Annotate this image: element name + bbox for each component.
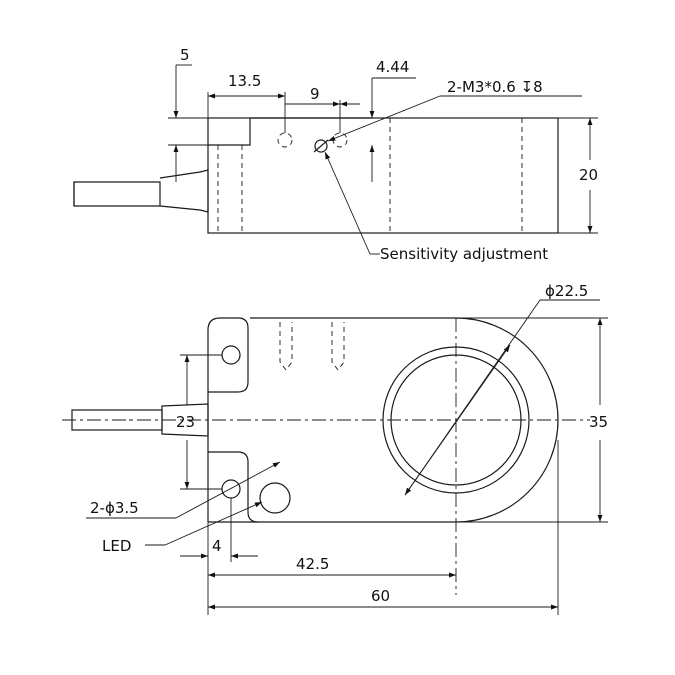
- led-indicator: [259, 482, 291, 514]
- mount-hole-upper: [221, 345, 241, 365]
- sensitivity-label: Sensitivity adjustment: [380, 245, 548, 263]
- thread-note: 2-M3*0.6 ↧8: [447, 78, 543, 96]
- dim-4-44: 4.44: [376, 58, 409, 76]
- sensitivity-screw: [314, 139, 328, 153]
- dim-9: 9: [310, 85, 320, 103]
- side-cable: [73, 181, 161, 207]
- dim-phi-22-5: ϕ22.5: [545, 282, 588, 300]
- side-view: 5 13.5 9 4.44 2-M3*0.6 ↧8 20 Sensitivity…: [73, 46, 598, 263]
- hole-note: 2-ϕ3.5: [90, 499, 139, 517]
- dim-5: 5: [180, 46, 190, 64]
- dim-23: 23: [176, 413, 195, 431]
- top-body-outline: [208, 317, 559, 523]
- top-view: ϕ22.5 23 35 2-ϕ3.5 LED 4 42.5 60: [62, 282, 608, 615]
- dim-13-5: 13.5: [228, 72, 261, 90]
- mount-hole-lower: [221, 479, 241, 499]
- led-label: LED: [102, 537, 131, 555]
- side-body: [207, 117, 559, 234]
- side-thread-hole-left: [277, 132, 293, 148]
- side-thread-hole-right: [332, 132, 348, 148]
- side-strain-relief: [159, 169, 209, 213]
- dim-35: 35: [589, 413, 608, 431]
- dim-60: 60: [371, 587, 390, 605]
- side-step: [208, 118, 251, 146]
- dim-20: 20: [579, 166, 598, 184]
- dim-42-5: 42.5: [296, 555, 329, 573]
- dim-4: 4: [212, 537, 222, 555]
